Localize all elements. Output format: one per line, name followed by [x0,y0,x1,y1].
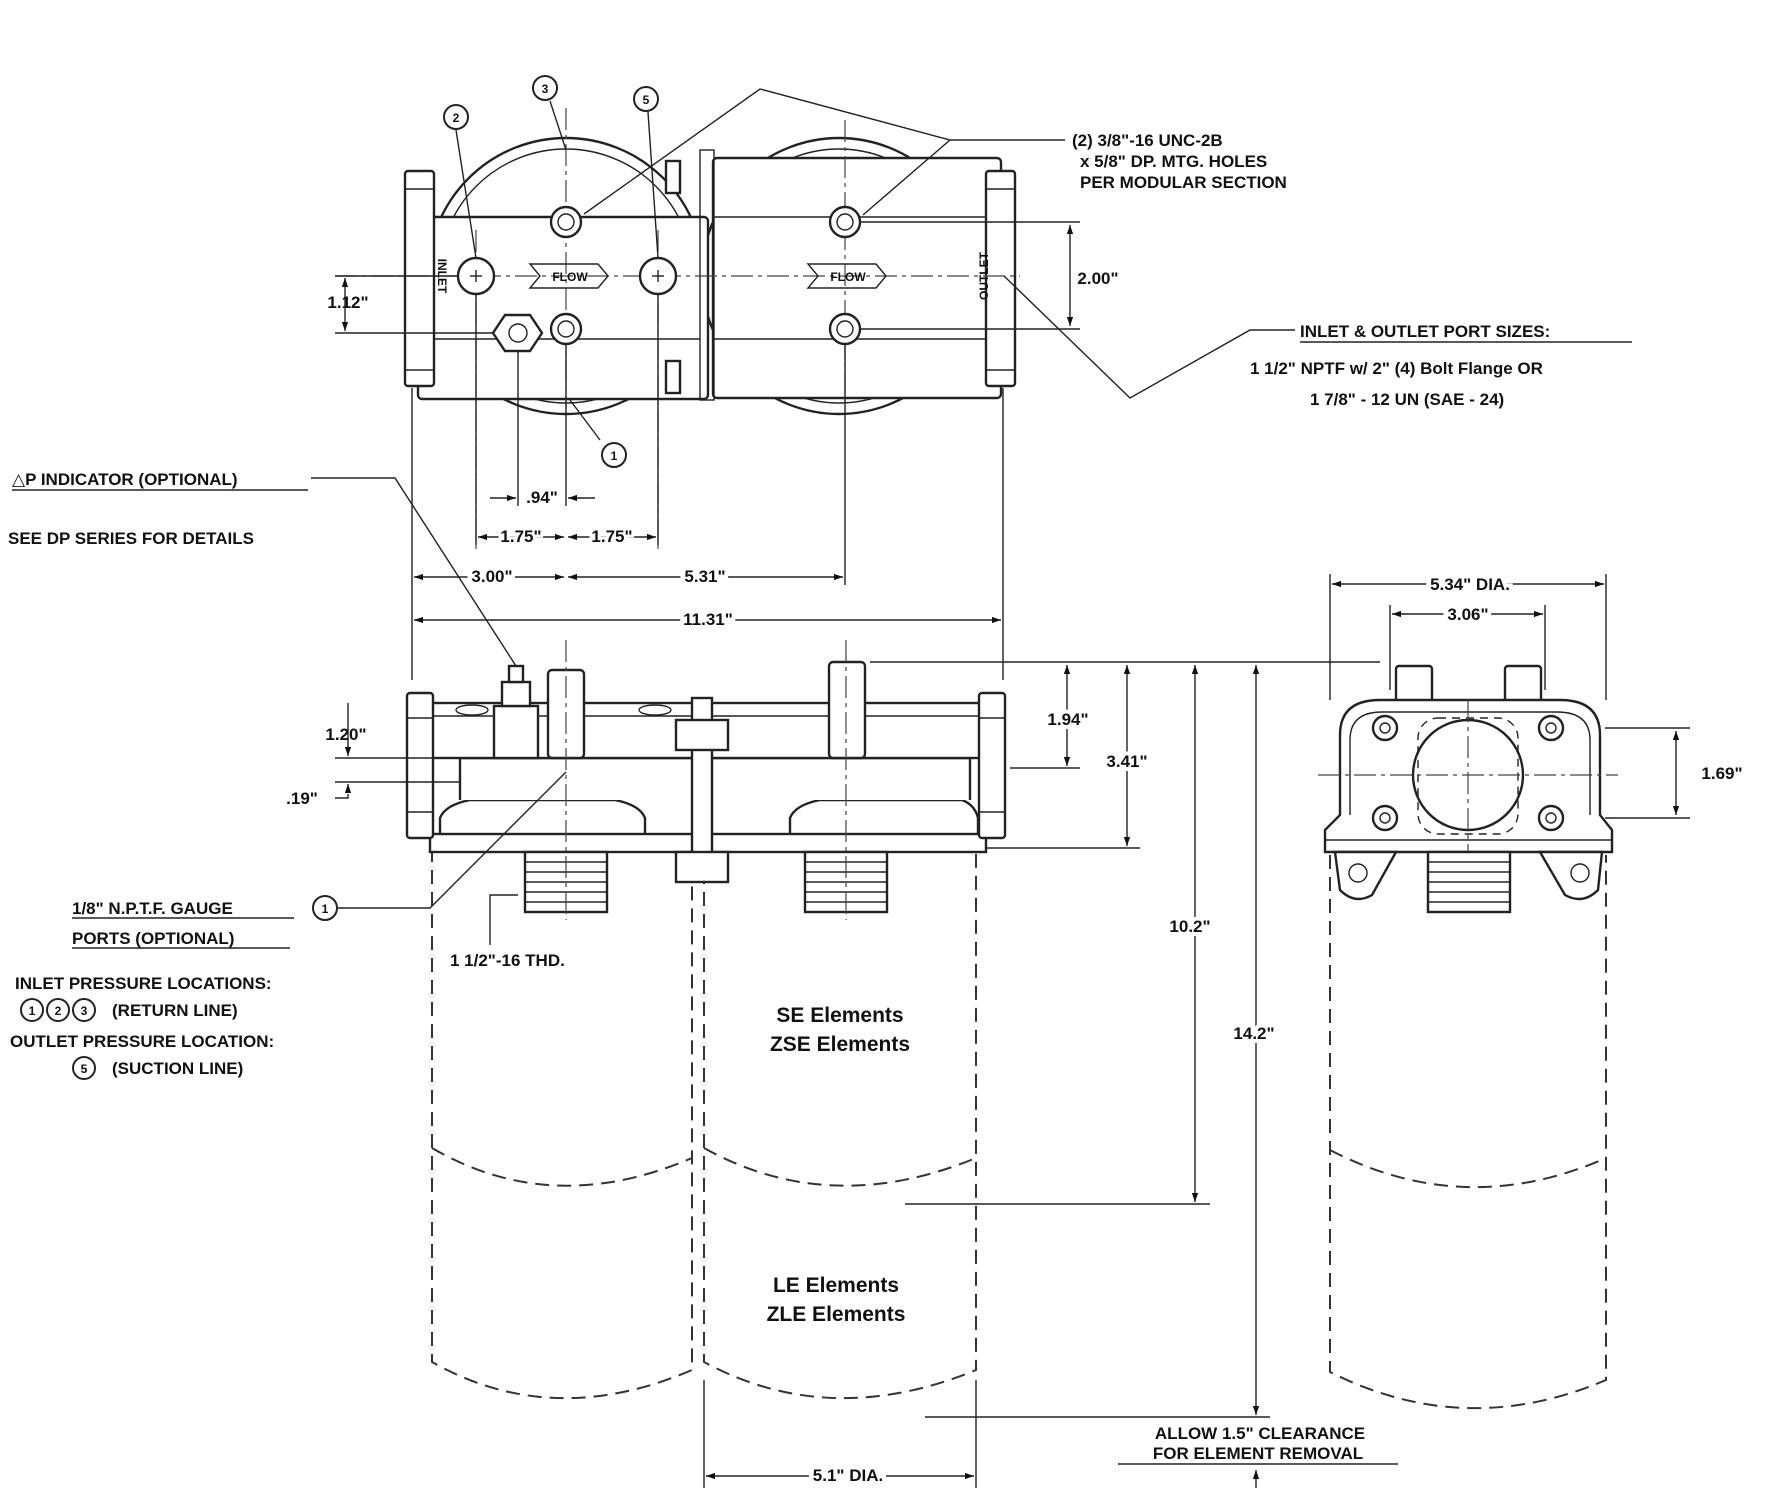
dim-1-69: 1.69" [1701,764,1742,783]
se-elements-line-2: ZSE Elements [770,1033,910,1056]
flow-label-left: FLOW [552,270,588,284]
marker-5: 5 [643,93,650,107]
port-sizes-line-2: 1 7/8" - 12 UN (SAE - 24) [1310,390,1504,409]
outlet-pressure-title: OUTLET PRESSURE LOCATION: [10,1032,274,1051]
marker-1: 1 [611,449,618,463]
mtg-holes-line-3: PER MODULAR SECTION [1080,173,1287,192]
flow-label-right: FLOW [830,270,866,284]
dim-0-94: .94" [526,488,558,507]
inlet-marker-3: 3 [81,1004,88,1018]
inlet-marker-2: 2 [55,1004,62,1018]
clearance-line-2: FOR ELEMENT REMOVAL [1153,1444,1363,1463]
dp-indicator-label: △P INDICATOR (OPTIONAL) [12,470,238,489]
le-elements-line-1: LE Elements [773,1274,899,1297]
inlet-marker-1: 1 [29,1004,36,1018]
le-elements-line-2: ZLE Elements [767,1303,906,1326]
dim-2-00: 2.00" [1077,269,1118,288]
dim-1-12: 1.12" [327,293,368,312]
marker-1-gauge: 1 [322,902,329,916]
clearance-line-1: ALLOW 1.5" CLEARANCE [1155,1424,1365,1443]
dim-14-2: 14.2" [1233,1024,1274,1043]
dim-3-06: 3.06" [1447,605,1488,624]
dp-series-note: SEE DP SERIES FOR DETAILS [8,529,254,548]
port-sizes-line-1: 1 1/2" NPTF w/ 2" (4) Bolt Flange OR [1250,359,1543,378]
front-view: △P INDICATOR (OPTIONAL) SEE DP SERIES FO… [8,470,1398,1489]
dim-5-1-dia: 5.1" DIA. [813,1466,883,1485]
mtg-holes-line-1: (2) 3/8"-16 UNC-2B [1072,131,1223,150]
dim-1-75-left: 1.75" [500,527,541,546]
dim-1-20: 1.20" [325,725,366,744]
mtg-holes-line-2: x 5/8" DP. MTG. HOLES [1080,152,1267,171]
marker-2: 2 [453,111,460,125]
thread-label: 1 1/2"-16 THD. [450,951,565,970]
dim-0-19: .19" [286,789,318,808]
gauge-ports-line-2: PORTS (OPTIONAL) [72,929,234,948]
inlet-pressure-line: (RETURN LINE) [112,1001,238,1020]
top-view: FLOW FLOW INLET OUTLET 2 3 5 1 (2) 3/8"-… [327,75,1632,680]
dim-11-31: 11.31" [683,610,733,629]
dim-3-41: 3.41" [1106,752,1147,771]
dim-5-34-dia: 5.34" DIA. [1430,575,1510,594]
dim-10-2: 10.2" [1169,917,1210,936]
outlet-marker-5: 5 [81,1062,88,1076]
outlet-label: OUTLET [977,251,991,300]
inlet-pressure-title: INLET PRESSURE LOCATIONS: [15,974,272,993]
dim-1-75-right: 1.75" [591,527,632,546]
marker-3: 3 [542,82,549,96]
gauge-ports-line-1: 1/8" N.P.T.F. GAUGE [72,899,233,918]
outlet-pressure-line: (SUCTION LINE) [112,1059,243,1078]
port-sizes-title: INLET & OUTLET PORT SIZES: [1300,322,1550,341]
dim-1-94: 1.94" [1047,710,1088,729]
dim-3-00: 3.00" [471,567,512,586]
dim-5-31: 5.31" [684,567,725,586]
side-view: 5.34" DIA. 3.06" 1.69" [1318,571,1743,1410]
se-elements-line-1: SE Elements [776,1004,903,1027]
